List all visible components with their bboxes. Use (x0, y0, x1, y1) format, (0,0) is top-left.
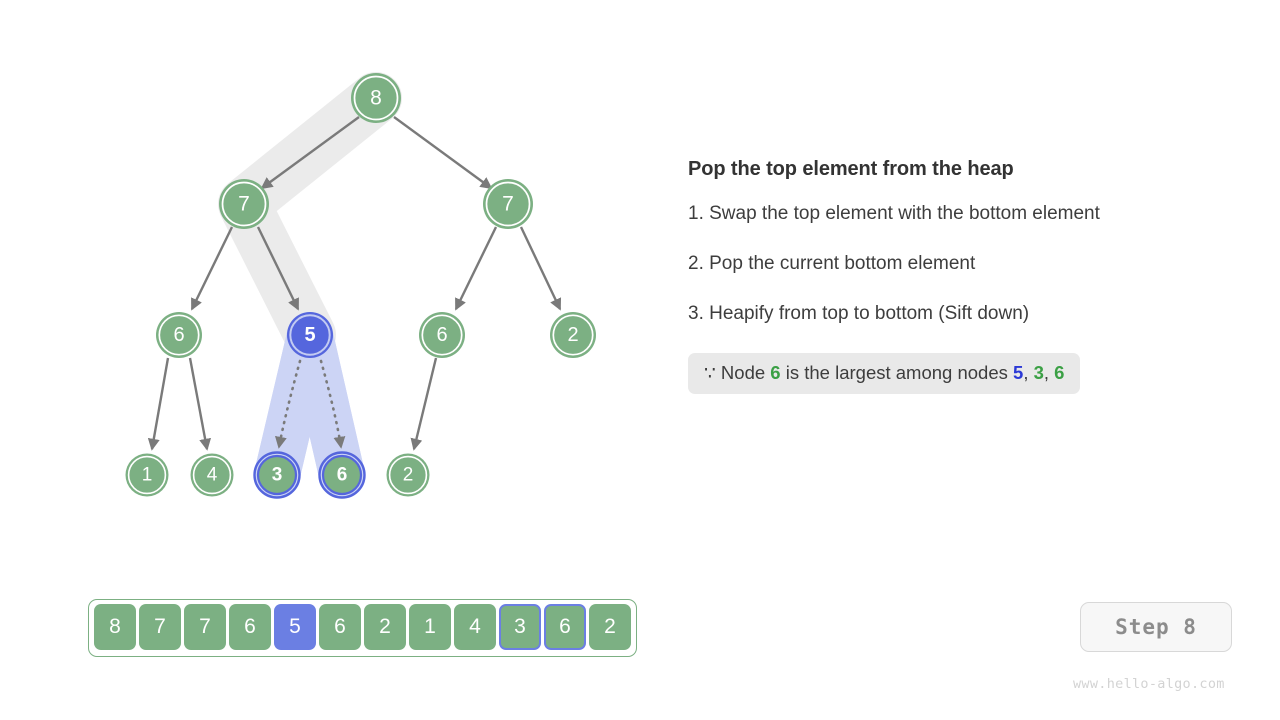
tree-node-1[interactable]: 1 (125, 453, 169, 497)
array-cell[interactable]: 4 (454, 604, 496, 650)
dotted-edge-5-3 (274, 359, 302, 449)
array-cell[interactable]: 2 (589, 604, 631, 650)
tree-edges (147, 116, 562, 451)
note-value-a: 6 (770, 362, 781, 383)
array-cell[interactable]: 6 (319, 604, 361, 650)
tree-node-label: 7 (502, 193, 514, 216)
array-cell[interactable]: 8 (94, 604, 136, 650)
because-symbol: ∵ (704, 362, 716, 383)
tree-node-label: 1 (142, 465, 153, 486)
heap-array: 8 7 7 6 5 6 2 1 4 3 6 2 (88, 599, 637, 657)
note-sep-b: , (1023, 362, 1029, 383)
array-cell[interactable]: 2 (364, 604, 406, 650)
tree-node-2-right[interactable]: 2 (550, 312, 596, 358)
tree-node-label: 5 (304, 324, 315, 346)
tree-node-6-left[interactable]: 6 (156, 312, 202, 358)
tree-node-4[interactable]: 4 (190, 453, 234, 497)
page-title: Pop the top element from the heap (688, 158, 1014, 180)
watermark: www.hello-algo.com (1073, 676, 1225, 692)
tree-node-label: 3 (272, 465, 283, 486)
tree-node-label: 2 (567, 324, 578, 346)
array-cell[interactable]: 6 (229, 604, 271, 650)
edge-8-7L (260, 116, 360, 190)
edge-6-4 (188, 357, 212, 451)
explain-step-2: 2. Pop the current bottom element (688, 253, 976, 274)
tree-node-5-selected[interactable]: 5 (287, 312, 333, 358)
tree-node-label: 7 (238, 193, 250, 216)
tree-node-3-ringed[interactable]: 3 (253, 451, 301, 499)
tree-node-7-left[interactable]: 7 (219, 179, 269, 229)
tree-node-6-right[interactable]: 6 (419, 312, 465, 358)
note-text-b: is the largest among nodes (785, 362, 1008, 383)
heap-tree-diagram: 8 7 7 6 5 6 (125, 72, 596, 499)
tree-node-label: 8 (370, 87, 382, 110)
tree-node-7-right[interactable]: 7 (483, 179, 533, 229)
explain-step-1: 1. Swap the top element with the bottom … (688, 203, 1100, 224)
edge-7L-6 (190, 226, 234, 311)
edge-7R-2 (519, 226, 562, 311)
note-value-d: 6 (1054, 362, 1065, 383)
array-cell-ringed[interactable]: 6 (544, 604, 586, 650)
array-cell[interactable]: 7 (139, 604, 181, 650)
edge-8-7R (393, 116, 493, 190)
explain-step-3: 3. Heapify from top to bottom (Sift down… (688, 303, 1030, 324)
edge-7R-6 (454, 226, 498, 311)
reason-callout: ∵ Node 6 is the largest among nodes 5, 3… (688, 353, 1081, 394)
compare-arrows (274, 359, 346, 449)
tree-node-label: 6 (173, 324, 184, 346)
edge-7L-5 (256, 226, 300, 311)
tree-node-label: 2 (403, 465, 414, 486)
array-cell-ringed[interactable]: 3 (499, 604, 541, 650)
dotted-edge-5-6 (319, 359, 346, 449)
edge-6R-2 (410, 357, 438, 451)
note-value-c: 3 (1033, 362, 1044, 383)
array-cell[interactable]: 7 (184, 604, 226, 650)
tree-node-6-ringed[interactable]: 6 (318, 451, 366, 499)
tree-node-label: 4 (207, 465, 218, 486)
array-cell[interactable]: 1 (409, 604, 451, 650)
tree-node-2-leaf[interactable]: 2 (386, 453, 430, 497)
edge-6-1 (147, 357, 170, 451)
tree-node-label: 6 (337, 465, 348, 486)
note-sep-c: , (1043, 362, 1050, 383)
tree-nodes: 8 7 7 6 5 6 (125, 73, 596, 499)
array-cell-selected[interactable]: 5 (274, 604, 316, 650)
step-badge: Step 8 (1080, 602, 1232, 652)
note-text-a: Node (720, 362, 766, 383)
tree-node-label: 6 (436, 324, 447, 346)
note-value-b: 5 (1013, 362, 1024, 383)
tree-node-8[interactable]: 8 (351, 73, 401, 123)
explanation-panel: Pop the top element from the heap 1. Swa… (688, 158, 1228, 394)
